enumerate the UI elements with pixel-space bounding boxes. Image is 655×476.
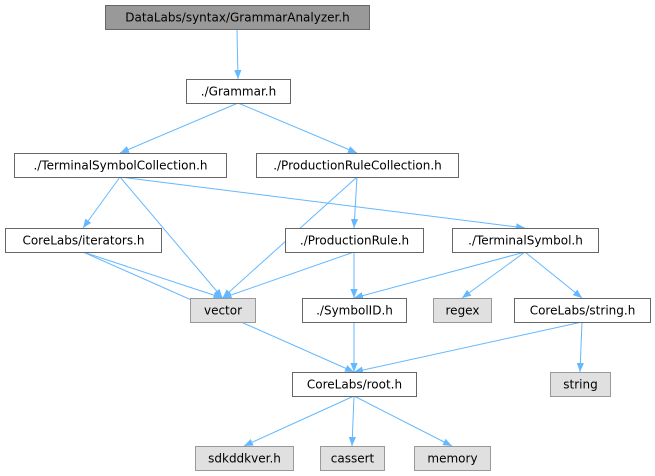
node-prc[interactable]: ./ProductionRuleCollection.h [256, 153, 459, 178]
node-box [285, 228, 424, 253]
node-memory[interactable]: memory [414, 446, 491, 471]
node-box [195, 446, 294, 471]
edge-string_h-to-root_h [353, 321, 583, 374]
edge-root_h-to-sdkddkver [243, 395, 355, 447]
node-box [5, 228, 162, 253]
node-box [302, 298, 407, 323]
node-root_h[interactable]: CoreLabs/root.h [292, 372, 417, 397]
edges-layer [82, 28, 584, 447]
node-prodrule[interactable]: ./ProductionRule.h [285, 228, 424, 253]
edge-termsym-to-string_h [524, 251, 583, 299]
edge-prc-to-prodrule [350, 176, 359, 229]
node-label: DataLabs/syntax/GrammarAnalyzer.h [125, 11, 350, 25]
node-label: regex [446, 304, 480, 318]
node-box [452, 228, 599, 253]
edge-grammar-to-tsc [119, 102, 239, 154]
node-label: string [563, 378, 597, 392]
node-box [514, 298, 651, 323]
node-string[interactable]: string [550, 372, 611, 397]
node-string_h[interactable]: CoreLabs/string.h [514, 298, 651, 323]
node-box [256, 153, 459, 178]
edge-analyzer-to-grammar [234, 28, 242, 80]
node-grammar[interactable]: ./Grammar.h [186, 79, 291, 104]
nodes-layer: DataLabs/syntax/GrammarAnalyzer.h ./Gramm… [5, 5, 651, 471]
edge-root_h-to-cassert [348, 395, 356, 447]
edge-termsym-to-regex [461, 251, 526, 299]
node-box [433, 298, 492, 323]
node-analyzer[interactable]: DataLabs/syntax/GrammarAnalyzer.h [105, 5, 370, 30]
node-symbolid[interactable]: ./SymbolID.h [302, 298, 407, 323]
edge-termsym-to-symbolid [353, 251, 526, 300]
node-iterators[interactable]: CoreLabs/iterators.h [5, 228, 162, 253]
node-label: ./TerminalSymbolCollection.h [33, 159, 207, 173]
node-label: ./Grammar.h [201, 85, 276, 99]
node-box [105, 5, 370, 30]
node-box [550, 372, 611, 397]
node-box [320, 446, 385, 471]
node-label: sdkddkver.h [208, 452, 281, 466]
edge-root_h-to-memory [353, 395, 453, 447]
node-box [190, 298, 256, 323]
node-regex[interactable]: regex [433, 298, 492, 323]
node-label: ./TerminalSymbol.h [468, 234, 583, 248]
node-label: ./SymbolID.h [316, 304, 393, 318]
edge-string_h-to-string [576, 321, 584, 373]
node-box [292, 372, 417, 397]
node-box [14, 153, 227, 178]
node-box [186, 79, 291, 104]
node-label: memory [427, 452, 477, 466]
node-label: ./ProductionRule.h [300, 234, 409, 248]
edge-tsc-to-vector [119, 176, 223, 299]
node-label: CoreLabs/string.h [530, 304, 636, 318]
edge-grammar-to-prc [237, 102, 358, 154]
edge-tsc-to-termsym [119, 176, 526, 231]
node-label: cassert [331, 452, 375, 466]
node-tsc[interactable]: ./TerminalSymbolCollection.h [14, 153, 227, 178]
node-label: CoreLabs/root.h [307, 378, 402, 392]
edge-iterators-to-vector [82, 251, 223, 299]
node-label: ./ProductionRuleCollection.h [273, 159, 442, 173]
node-label: CoreLabs/iterators.h [22, 234, 144, 248]
node-box [414, 446, 491, 471]
node-cassert[interactable]: cassert [320, 446, 385, 471]
node-label: vector [204, 304, 242, 318]
edge-tsc-to-iterators [82, 176, 121, 229]
node-sdkddkver[interactable]: sdkddkver.h [195, 446, 294, 471]
edge-prodrule-to-vector [222, 251, 355, 299]
node-termsym[interactable]: ./TerminalSymbol.h [452, 228, 599, 253]
node-vector[interactable]: vector [190, 298, 256, 323]
